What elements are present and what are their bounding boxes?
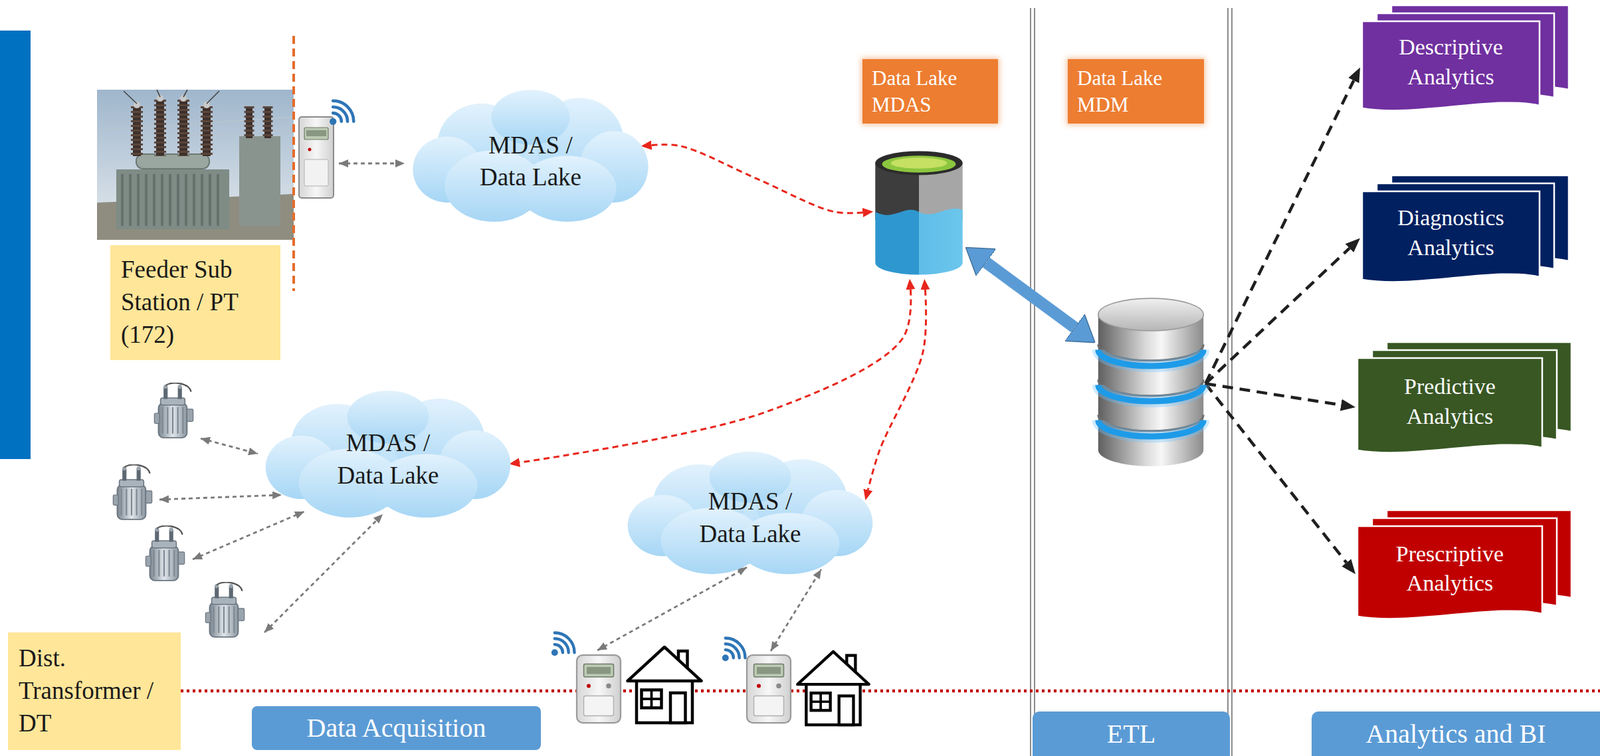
document-layer — [1357, 358, 1543, 453]
node-text: ETL — [1106, 718, 1156, 751]
transformer-icon — [205, 582, 244, 637]
house-icon — [797, 651, 869, 725]
node-text: Diagnostics Analytics — [1381, 203, 1521, 262]
data-link — [597, 567, 747, 651]
level-label: Dist. Transformer / DT — [7, 632, 181, 751]
data-link — [338, 162, 405, 165]
data-flow-arrow — [1205, 384, 1341, 406]
mdas-cloud: MDAS / Data Lake — [407, 87, 654, 225]
document-layer — [1357, 526, 1543, 619]
node-text: Data Acquisition — [306, 712, 487, 745]
node-text: Data Lake MDM — [1077, 65, 1177, 118]
side-bar — [0, 30, 31, 460]
document-layer — [1362, 21, 1540, 111]
database-icon-part — [1098, 350, 1204, 367]
data-link — [770, 569, 822, 652]
site-label: Feeder Sub Station / PT (172) — [110, 245, 281, 361]
data-link — [264, 514, 383, 633]
transformer-icon — [145, 525, 185, 581]
database-icon — [1085, 295, 1217, 472]
feeder-meter — [299, 116, 334, 199]
node-text: Prescriptive Analytics — [1380, 539, 1520, 599]
node-text: Analytics and BI — [1365, 718, 1546, 751]
cloud-shape — [627, 451, 874, 575]
data-flow-arrow — [519, 289, 911, 463]
smart-meter-icon — [746, 655, 791, 723]
database-icon-part — [1098, 385, 1204, 402]
database-icon-part — [1098, 350, 1204, 367]
wifi-icon — [329, 100, 354, 125]
mdm-database: Data Lake MDM — [1067, 59, 1217, 472]
voltage-level-line — [180, 689, 1600, 694]
mdas-cloud: MDAS / Data Lake — [622, 449, 878, 577]
smart-meter-icon — [576, 655, 621, 723]
transformer-icon — [112, 464, 152, 519]
transformer-icon — [154, 382, 193, 438]
boundary-line — [292, 35, 296, 292]
database-icon-part — [1098, 385, 1204, 402]
data-link — [200, 438, 258, 454]
data-lake-store: Data Lake MDAS — [862, 59, 999, 278]
node-text: Predictive Analytics — [1380, 372, 1520, 431]
node-text: Data Lake MDAS — [871, 65, 972, 118]
database-icon-part — [1098, 420, 1204, 437]
node-text: Feeder Sub Station / PT (172) — [120, 253, 270, 351]
node-text: MDAS / Data Lake — [326, 427, 450, 492]
house-icon — [627, 647, 702, 723]
analytics-box: Predictive Analytics — [1357, 342, 1572, 455]
data-flow-arrow — [1205, 248, 1350, 385]
database-icon-part — [1098, 298, 1204, 331]
stage-label: Analytics and BI — [1311, 711, 1600, 756]
analytics-box: Diagnostics Analytics — [1362, 175, 1569, 284]
document-layer — [1362, 191, 1540, 282]
substation-photo — [97, 89, 294, 240]
node-text: MDAS / Data Lake — [471, 129, 590, 194]
mdas-cloud: MDAS / Data Lake — [260, 388, 516, 521]
analytics-box: Prescriptive Analytics — [1357, 510, 1572, 621]
lake-icon-part — [891, 157, 948, 169]
data-link — [159, 495, 282, 500]
column-divider — [1030, 7, 1232, 756]
transfer-arrow — [986, 262, 1075, 328]
lake-icon-part — [882, 155, 957, 173]
data-flow-arrow — [1205, 80, 1354, 384]
node-text: Dist. Transformer / DT — [18, 642, 171, 740]
node-text: Descriptive Analytics — [1381, 32, 1521, 92]
database-icon-part — [1098, 420, 1204, 437]
data-link — [159, 163, 822, 652]
wifi-icon — [722, 638, 746, 662]
analytics-box: Descriptive Analytics — [1362, 5, 1569, 113]
heading-box: Data Lake MDM — [1067, 59, 1204, 124]
cloud-shape — [265, 390, 511, 518]
data-lake-icon — [870, 148, 968, 278]
lake-icon-part — [875, 208, 963, 276]
heading-box: Data Lake MDAS — [862, 59, 999, 124]
data-flow-arrow — [651, 144, 864, 214]
wifi-icon — [551, 633, 575, 657]
node-text: MDAS / Data Lake — [689, 485, 812, 550]
data-link — [192, 511, 305, 560]
stage-label: Data Acquisition — [251, 706, 541, 751]
stage-label: ETL — [1032, 711, 1230, 756]
lake-icon-part — [875, 151, 963, 176]
cloud-shape — [412, 89, 648, 222]
data-flow-arrow — [867, 289, 926, 490]
data-flow-arrow — [1205, 384, 1347, 563]
database-icon-part — [1098, 314, 1204, 467]
